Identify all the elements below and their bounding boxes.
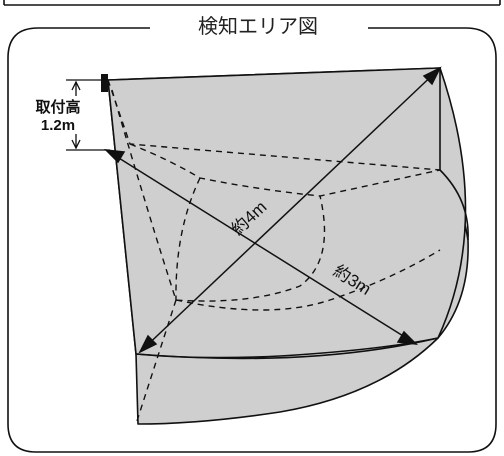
distance-arrows bbox=[103, 66, 442, 354]
area-front-arc bbox=[135, 337, 439, 360]
detection-area bbox=[107, 67, 469, 425]
zone-dashed-line-6 bbox=[175, 177, 201, 301]
detection-zones-dashed bbox=[107, 79, 441, 425]
distance-4m-arrowhead-bottom bbox=[138, 334, 158, 354]
figure-title: 検知エリア図 bbox=[198, 14, 318, 38]
mount-label-bg bbox=[30, 96, 88, 134]
distance-4m-line bbox=[139, 67, 441, 353]
figure-frame bbox=[7, 27, 497, 453]
top-strip bbox=[3, 0, 501, 6]
mount-height-value: 1.2m bbox=[41, 117, 75, 134]
distance-3m-arrowhead-top bbox=[103, 149, 126, 164]
zone-dashed-line-2 bbox=[129, 143, 441, 197]
distance-3m-line bbox=[105, 149, 417, 345]
mount-height-label: 取付高 bbox=[35, 98, 80, 116]
zone-dashed-line-3 bbox=[111, 89, 326, 302]
sensor-icon bbox=[101, 74, 108, 92]
distance-3m-arrowhead-bottom bbox=[396, 330, 419, 345]
distance-4m-arrowhead-top bbox=[422, 66, 442, 86]
area-inner-arc bbox=[439, 169, 469, 241]
zone-dashed-line-5 bbox=[175, 249, 441, 311]
